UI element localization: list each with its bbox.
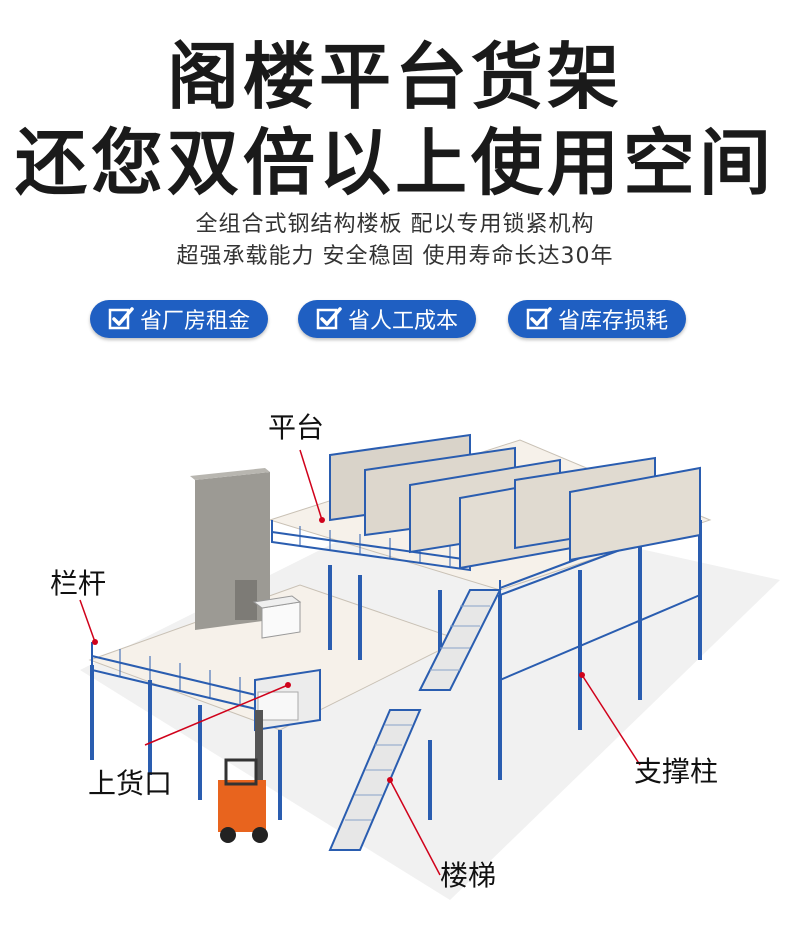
badge-save-rent: 省厂房租金 <box>90 300 268 338</box>
subtitle-line1: 全组合式钢结构楼板 配以专用锁紧机构 <box>195 212 595 237</box>
headline-line2: 还您双倍以上使用空间 <box>14 121 775 205</box>
support-columns <box>90 520 702 820</box>
callout-railing: 栏杆 <box>50 567 107 600</box>
badge-label: 省库存损耗 <box>557 309 668 334</box>
badge-save-loss: 省库存损耗 <box>508 300 686 338</box>
mezzanine-illustration: 平台 栏杆 上货口 支撑柱 楼梯 <box>0 380 790 926</box>
checkmark-icon <box>526 307 552 330</box>
storage-racks <box>329 433 701 570</box>
pallet-cart <box>252 595 302 639</box>
callout-loading-port: 上货口 <box>88 767 173 800</box>
loading-port <box>254 668 321 732</box>
callout-dots <box>92 517 585 783</box>
checkmark-icon <box>316 307 342 330</box>
forklift <box>218 710 268 843</box>
callout-stairs: 楼梯 <box>440 859 497 892</box>
badge-save-labor: 省人工成本 <box>298 300 476 338</box>
checkmark-icon <box>108 307 134 330</box>
mezzanine-diagram <box>79 433 780 900</box>
callout-platform: 平台 <box>268 411 325 444</box>
callout-lines <box>79 449 641 876</box>
railing-balusters <box>119 526 451 704</box>
subtitle-line2: 超强承载能力 安全稳固 使用寿命长达30年 <box>176 244 614 269</box>
callout-support-column: 支撑柱 <box>634 755 719 788</box>
badge-label: 省厂房租金 <box>139 309 250 334</box>
badge-label: 省人工成本 <box>347 309 458 334</box>
upper-stairs <box>418 589 502 691</box>
lift-tower <box>190 468 270 630</box>
headline-line1: 阁楼平台货架 <box>166 35 623 119</box>
stair-treads <box>345 605 490 821</box>
